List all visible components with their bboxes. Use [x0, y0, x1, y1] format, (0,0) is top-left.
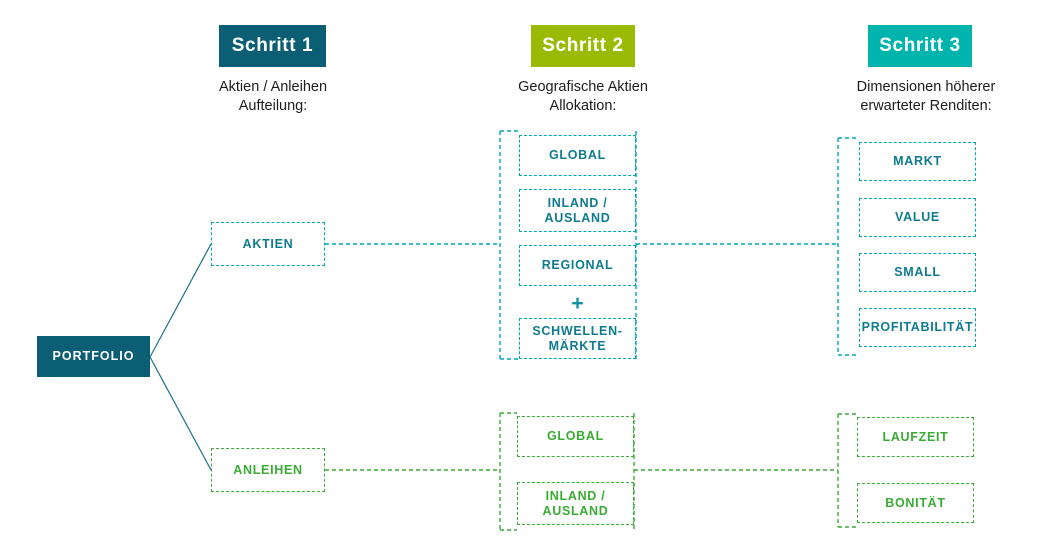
node-equities-step2-inland-ausland[interactable]: INLAND / AUSLAND — [519, 189, 636, 232]
step-caption-1: Aktien / Anleihen Aufteilung: — [218, 79, 328, 114]
node-bonds-step2-global[interactable]: GLOBAL — [517, 416, 634, 457]
node-bonds-step2-inland-ausland[interactable]: INLAND / AUSLAND — [517, 482, 634, 525]
step-badge-1: Schritt 1 — [219, 25, 326, 67]
node-equities-step2-regional[interactable]: REGIONAL — [519, 245, 636, 286]
node-equities-step2-schwellenmaerkte[interactable]: SCHWELLEN- MÄRKTE — [519, 318, 636, 359]
node-equities-step3-small[interactable]: SMALL — [859, 253, 976, 292]
node-equities-step3-markt[interactable]: MARKT — [859, 142, 976, 181]
node-equities-step2-global[interactable]: GLOBAL — [519, 135, 636, 176]
node-bonds-step3-laufzeit[interactable]: LAUFZEIT — [857, 417, 974, 457]
edge-portfolio-aktien — [149, 243, 212, 358]
node-equities-step3-value[interactable]: VALUE — [859, 198, 976, 237]
step-caption-3: Dimensionen höherer erwarteter Renditen: — [856, 79, 996, 114]
step-badge-3: Schritt 3 — [868, 25, 972, 67]
node-portfolio[interactable]: PORTFOLIO — [37, 336, 150, 377]
step-badge-2: Schritt 2 — [531, 25, 635, 67]
node-bonds-step3-bonitaet[interactable]: BONITÄT — [857, 483, 974, 523]
step-caption-2: Geografische Aktien Allokation: — [518, 79, 648, 114]
plus-icon-equities-step2: + — [571, 292, 584, 315]
node-equities-step3-profitabilitaet[interactable]: PROFITABILITÄT — [859, 308, 976, 347]
node-aktien[interactable]: AKTIEN — [211, 222, 325, 266]
edge-portfolio-anleihen — [149, 356, 212, 471]
node-anleihen[interactable]: ANLEIHEN — [211, 448, 325, 492]
